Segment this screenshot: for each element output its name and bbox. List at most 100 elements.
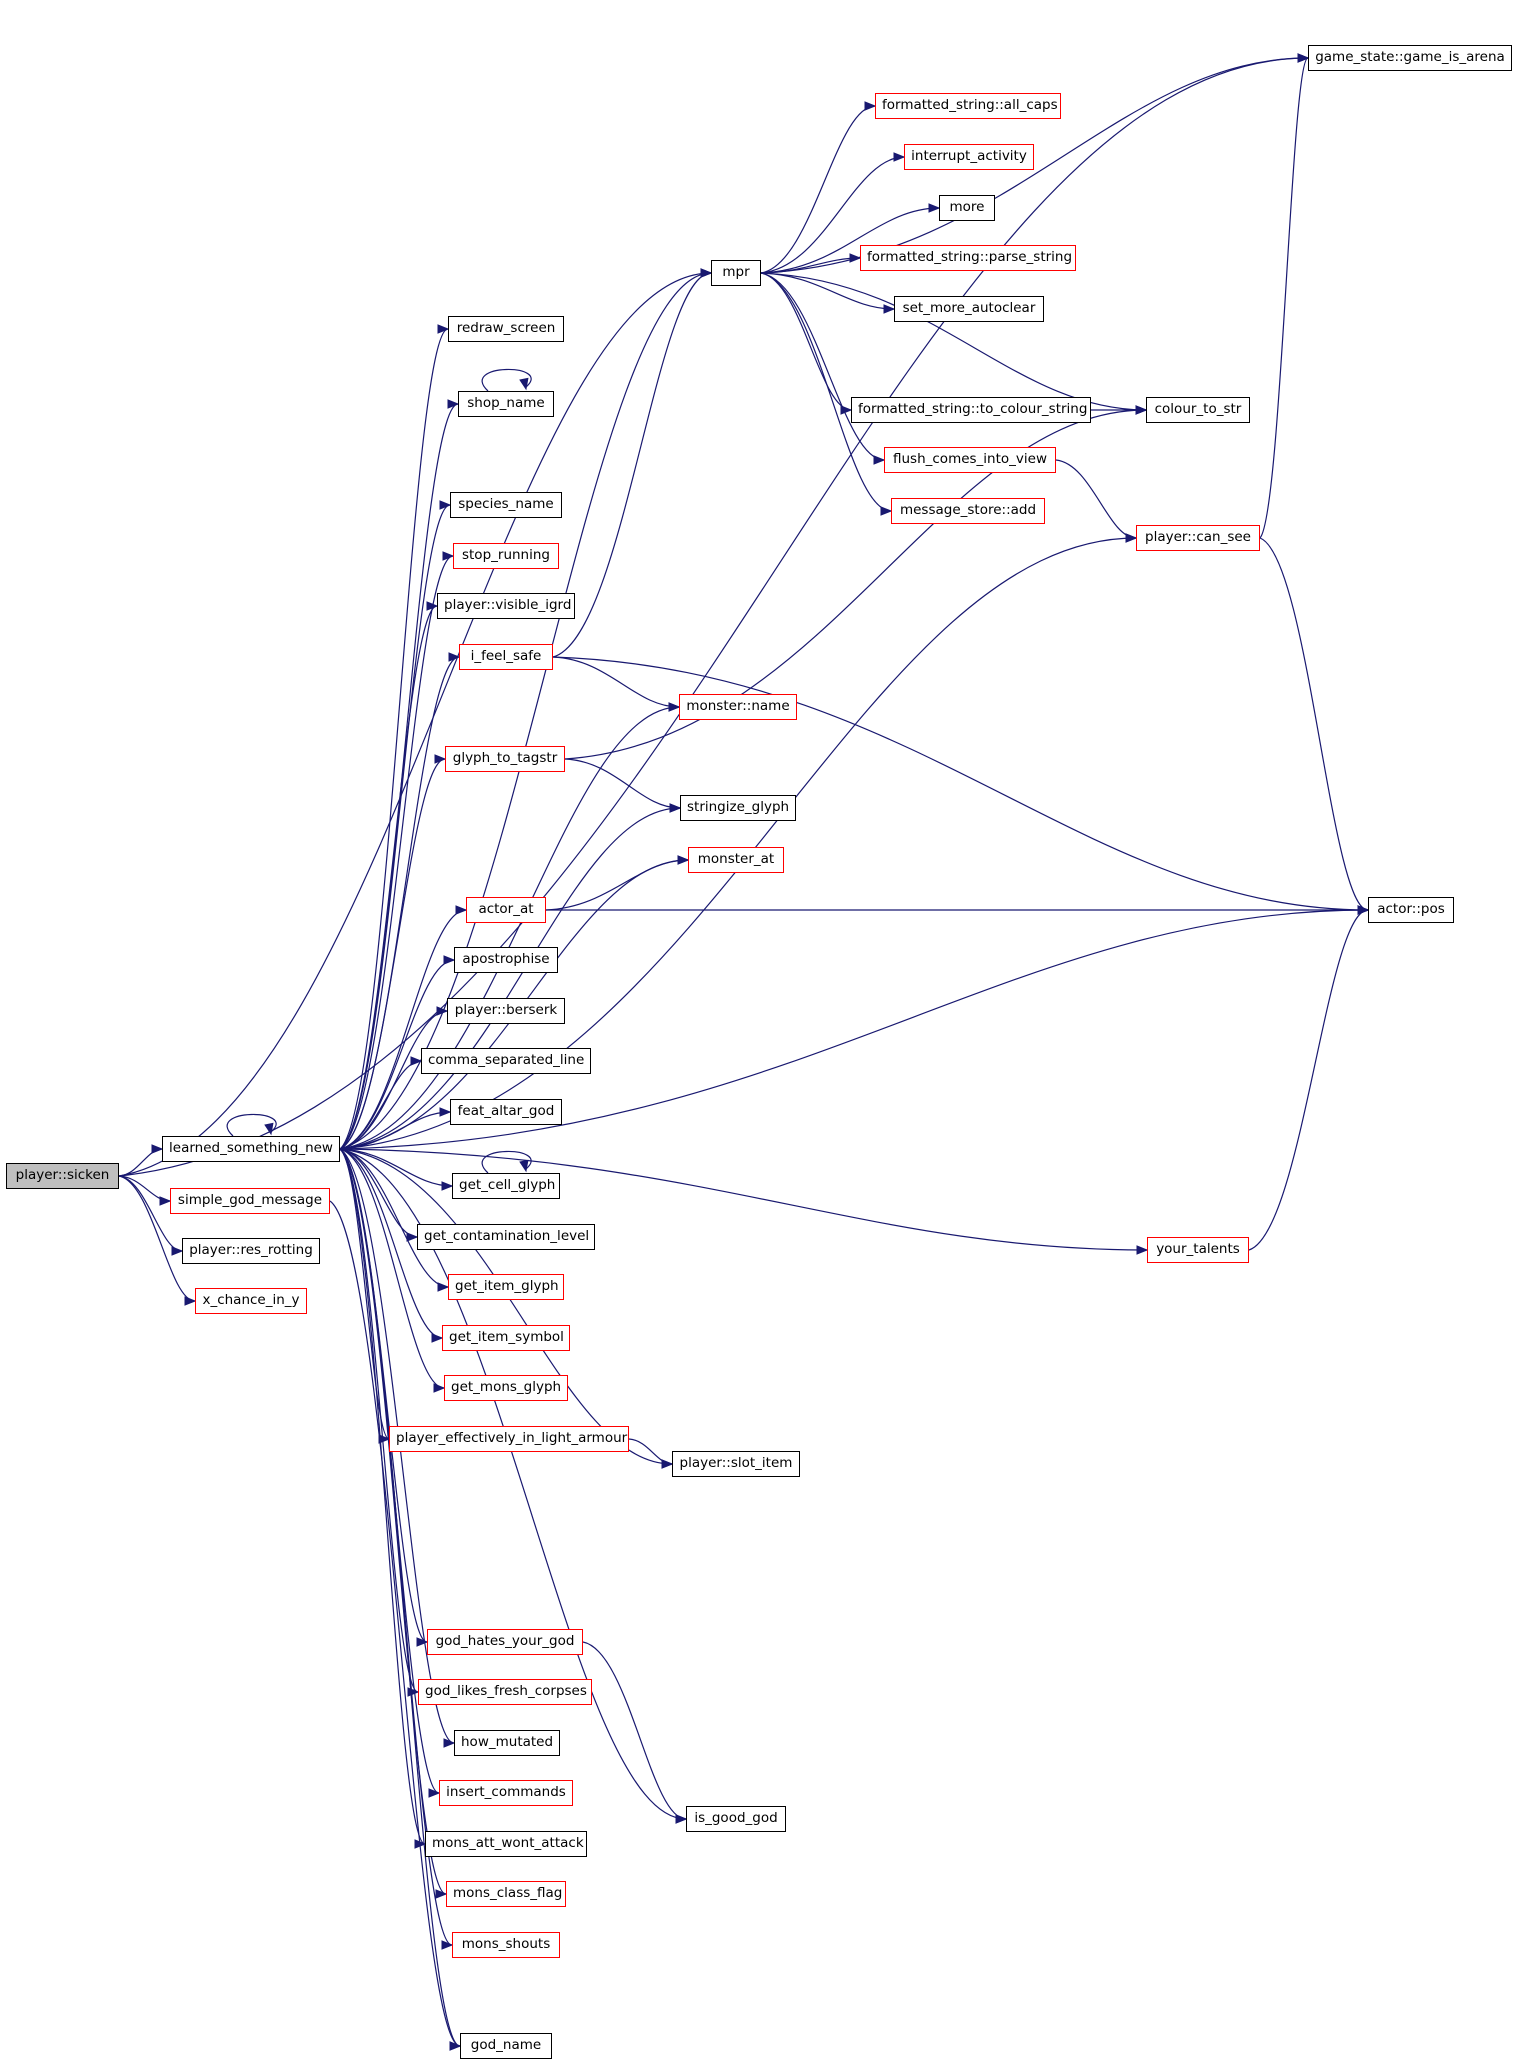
node-player-sicken[interactable]: player::sicken (6, 1163, 119, 1189)
edge-arrowhead (437, 1282, 450, 1292)
node-god-hates-your-god[interactable]: god_hates_your_god (427, 1629, 583, 1655)
node-monster-at[interactable]: monster_at (688, 847, 784, 873)
node-comma-separated-line[interactable]: comma_separated_line (421, 1048, 591, 1074)
node-player-can-see[interactable]: player::can_see (1136, 525, 1260, 551)
node-get-cell-glyph[interactable]: get_cell_glyph (452, 1173, 560, 1199)
call-edge-sicken-to-mpr (118, 272, 712, 1177)
node-monster-name[interactable]: monster::name (679, 694, 797, 720)
node-glyph-to-tagstr[interactable]: glyph_to_tagstr (445, 746, 565, 772)
edge-arrowhead (435, 1889, 448, 1899)
node-player-visible-igrd[interactable]: player::visible_igrd (437, 593, 575, 619)
node-get-item-glyph[interactable]: get_item_glyph (448, 1274, 564, 1300)
call-edge-mpr-to-all_caps (760, 105, 876, 274)
node-flush-comes-into-view[interactable]: flush_comes_into_view (884, 447, 1056, 473)
call-edge-can_see-to-actor_pos (1259, 537, 1369, 911)
call-edge-mpr-to-more (760, 207, 940, 274)
node-colour-to-str[interactable]: colour_to_str (1146, 397, 1250, 423)
node-learned-something-new[interactable]: learned_something_new (162, 1136, 340, 1162)
node-get-mons-glyph[interactable]: get_mons_glyph (444, 1375, 568, 1401)
node-more[interactable]: more (939, 195, 995, 221)
edge-arrowhead (668, 702, 681, 712)
node-apostrophise[interactable]: apostrophise (454, 947, 558, 973)
edge-arrowhead (434, 754, 447, 764)
node-formatted-string-parse-string[interactable]: formatted_string::parse_string (860, 245, 1076, 271)
node-interrupt-activity[interactable]: interrupt_activity (904, 144, 1034, 170)
edge-arrowhead (264, 1122, 274, 1136)
node-simple-god-message[interactable]: simple_god_message (170, 1188, 330, 1214)
edge-arrowhead (159, 1196, 172, 1206)
node-message-store-add[interactable]: message_store::add (891, 498, 1045, 524)
edge-arrowhead (893, 152, 906, 162)
node-get-item-symbol[interactable]: get_item_symbol (442, 1325, 570, 1351)
edge-arrowhead (433, 1383, 446, 1393)
call-edge-learned-to-get_cell_glyph (339, 1148, 453, 1187)
edge-arrowhead (426, 601, 439, 611)
call-edge-learned-to-stop_running (339, 555, 454, 1150)
call-edge-mpr-to-colour_to_str (760, 272, 1147, 411)
node-player-berserk[interactable]: player::berserk (447, 998, 565, 1024)
edge-arrowhead (439, 1107, 452, 1117)
node-x-chance-in-y[interactable]: x_chance_in_y (195, 1288, 307, 1314)
node-stop-running[interactable]: stop_running (453, 543, 559, 569)
node-god-name[interactable]: god_name (460, 2033, 552, 2059)
call-edge-mpr-to-msg_add (760, 272, 892, 512)
edge-arrowhead (864, 101, 877, 111)
call-edge-learned-to-light_armour (339, 1148, 390, 1440)
call-edge-i_feel_safe-to-monster_name (552, 656, 680, 708)
edge-arrowhead (661, 1459, 674, 1469)
node-formatted-string-to-colour-string[interactable]: formatted_string::to_colour_string (851, 397, 1091, 423)
call-edge-glyph_to_tagstr-to-stringize_glyph (564, 758, 681, 809)
edge-arrowhead (441, 1940, 454, 1950)
node-mons-class-flag[interactable]: mons_class_flag (446, 1881, 566, 1907)
call-edge-your_talents-to-actor_pos (1248, 909, 1369, 1251)
call-edge-mpr-to-flush (760, 272, 885, 461)
node-shop-name[interactable]: shop_name (458, 391, 554, 417)
edge-arrowhead (151, 1144, 164, 1154)
node-actor-at[interactable]: actor_at (466, 897, 546, 923)
node-god-likes-fresh-corpses[interactable]: god_likes_fresh_corpses (418, 1679, 592, 1705)
node-player-effectively-in-light-armour[interactable]: player_effectively_in_light_armour (389, 1426, 629, 1452)
node-redraw-screen[interactable]: redraw_screen (448, 316, 564, 342)
call-edge-learned-to-learned (226, 1113, 277, 1137)
call-edge-simple_god-to-god_name (329, 1200, 461, 2047)
edge-arrowhead (519, 1159, 529, 1173)
call-edge-can_see-to-game_is_arena (1259, 57, 1309, 539)
call-edge-learned-to-get_contam (339, 1148, 418, 1238)
node-how-mutated[interactable]: how_mutated (454, 1730, 560, 1756)
edge-arrowhead (1136, 1245, 1149, 1255)
node-insert-commands[interactable]: insert_commands (439, 1780, 573, 1806)
node-feat-altar-god[interactable]: feat_altar_god (450, 1099, 562, 1125)
call-edge-learned-to-your_talents (339, 1148, 1148, 1251)
node-mpr[interactable]: mpr (711, 260, 761, 286)
edge-arrowhead (700, 268, 713, 278)
call-edge-learned-to-mons_shouts (339, 1148, 453, 1946)
call-edge-mpr-to-set_more (760, 272, 895, 310)
edge-arrowhead (184, 1296, 197, 1306)
node-player-res-rotting[interactable]: player::res_rotting (182, 1238, 320, 1264)
edge-arrowhead (447, 399, 460, 409)
edge-arrowhead (441, 1181, 454, 1191)
edge-arrowhead (1125, 533, 1138, 543)
node-species-name[interactable]: species_name (450, 492, 562, 518)
edge-arrowhead (428, 1788, 441, 1798)
node-actor-pos[interactable]: actor::pos (1368, 897, 1454, 923)
call-edge-learned-to-glyph_to_tagstr (339, 758, 446, 1150)
edge-arrowhead (436, 1006, 449, 1016)
node-mons-att-wont-attack[interactable]: mons_att_wont_attack (425, 1831, 587, 1857)
node-set-more-autoclear[interactable]: set_more_autoclear (894, 296, 1044, 322)
node-stringize-glyph[interactable]: stringize_glyph (680, 795, 796, 821)
node-is-good-god[interactable]: is_good_god (686, 1806, 786, 1832)
node-get-contamination-level[interactable]: get_contamination_level (417, 1224, 595, 1250)
node-your-talents[interactable]: your_talents (1147, 1237, 1249, 1263)
call-edge-learned-to-god_name (339, 1148, 461, 2047)
node-player-slot-item[interactable]: player::slot_item (672, 1451, 800, 1477)
edge-arrowhead (1357, 905, 1370, 915)
call-edge-glyph_to_tagstr-to-colour_to_str (564, 409, 1147, 760)
node-formatted-string-all-caps[interactable]: formatted_string::all_caps (875, 93, 1061, 119)
call-edge-learned-to-i_feel_safe (339, 656, 460, 1150)
call-edge-learned-to-god_likes (339, 1148, 419, 1693)
node-i-feel-safe[interactable]: i_feel_safe (459, 644, 553, 670)
node-mons-shouts[interactable]: mons_shouts (452, 1932, 560, 1958)
node-game-state-game-is-arena[interactable]: game_state::game_is_arena (1308, 45, 1512, 71)
call-edge-learned-to-monster_name (339, 706, 680, 1150)
